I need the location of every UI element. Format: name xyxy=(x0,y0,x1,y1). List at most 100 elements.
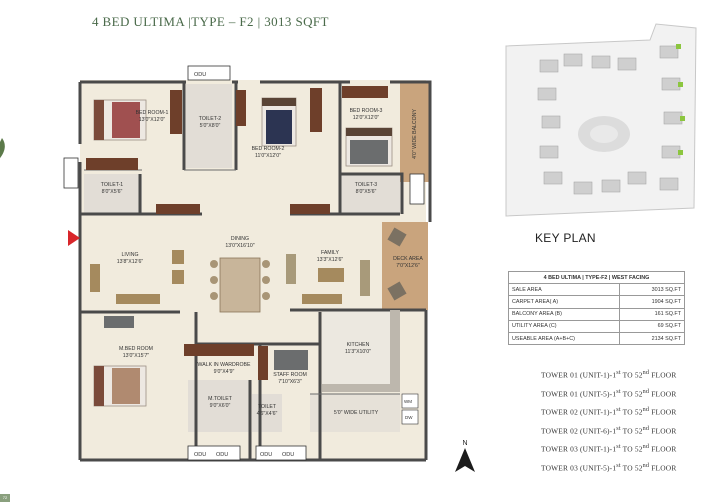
list-item: TOWER 02 (UNIT-1)-1st TO 52nd FLOOR xyxy=(541,407,701,426)
area-label: BALCONY AREA (B) xyxy=(508,307,620,321)
room-name: FAMILY xyxy=(321,250,340,256)
floor-prefix: TOWER 02 (UNIT-1)-1 xyxy=(541,407,617,417)
room-name: M.BED ROOM xyxy=(119,346,153,352)
floor-plan: ODU ODU ODU ODU ODU WM DW BED ROOM-1 13'… xyxy=(63,65,432,462)
room-dims: 8'0"X5'6" xyxy=(356,189,377,195)
area-label: SALE AREA xyxy=(508,283,620,297)
floor-sup: nd xyxy=(642,388,650,395)
bed-room-3-bed xyxy=(345,127,393,167)
toilet-2-floor xyxy=(186,84,232,168)
key-plan-map xyxy=(505,23,697,217)
floor-mid: TO 52 xyxy=(620,444,643,454)
odu-label-bottom-4: ODU xyxy=(282,452,294,458)
floor-sup: st xyxy=(616,444,621,450)
floor-suffix: FLOOR xyxy=(649,444,677,454)
leaf-icon xyxy=(0,138,5,159)
tower-floor-list: TOWER 01 (UNIT-1)-1st TO 52nd FLOOR TOWE… xyxy=(541,370,701,481)
floor-mid: TO 52 xyxy=(620,370,643,380)
area-value: 69 SQ.FT xyxy=(619,319,685,333)
compass-label: N xyxy=(462,440,467,447)
room-dims: 9'0"X4'9" xyxy=(214,369,235,375)
room-dims: 13'0"X12'0" xyxy=(139,117,166,123)
area-value: 2134 SQ.FT xyxy=(619,331,685,346)
dw-label: DW xyxy=(405,415,413,420)
utility-label: 5'0" WIDE UTILITY xyxy=(334,410,379,416)
toilet-floor xyxy=(252,394,282,432)
wm-label: WM xyxy=(404,399,412,404)
floor-sup: nd xyxy=(642,444,650,450)
area-label: USEABLE AREA (A+B+C) xyxy=(508,331,620,346)
highlighted-towers xyxy=(676,44,685,155)
area-table: 4 BED ULTIMA | TYPE-F2 | WEST FACING SAL… xyxy=(508,270,685,346)
floor-sup: nd xyxy=(642,425,650,432)
floor-mid: TO 52 xyxy=(620,407,643,417)
floor-suffix: FLOOR xyxy=(649,425,677,435)
floor-prefix: TOWER 03 (UNIT-5)-1 xyxy=(541,462,617,472)
room-dims: 5'0"X8'0" xyxy=(200,123,221,129)
odu-label-bottom-2: ODU xyxy=(216,452,228,458)
deck-chairs xyxy=(387,227,407,301)
floor-mid: TO 52 xyxy=(620,388,643,398)
floor-prefix: TOWER 03 (UNIT-1)-1 xyxy=(541,444,617,454)
family-furniture xyxy=(286,254,370,304)
appliances: WM DW xyxy=(401,393,419,425)
bed-room-1-bed xyxy=(93,99,147,141)
site-buildings xyxy=(537,45,683,195)
room-name: DECK AREA xyxy=(393,256,423,262)
odu-label-bottom-1: ODU xyxy=(194,452,206,458)
dining-table xyxy=(210,257,270,313)
table-row: UTILITY AREA (C) 69 SQ.FT xyxy=(508,319,685,333)
site-landscape xyxy=(578,116,630,152)
bed-room-2-bed xyxy=(261,97,297,147)
room-labels: BED ROOM-1 13'0"X12'0" TOILET-2 5'0"X8'0… xyxy=(101,108,424,417)
utility-floor xyxy=(310,394,400,432)
area-label: UTILITY AREA (C) xyxy=(508,319,620,333)
balcony-label: 4'0" WIDE BALCONY xyxy=(412,109,418,159)
floor-suffix: FLOOR xyxy=(649,388,677,398)
floor-sup: nd xyxy=(642,407,650,413)
area-value: 3013 SQ.FT xyxy=(619,283,685,297)
room-dims: 8'0"X5'6" xyxy=(102,189,123,195)
list-item: TOWER 01 (UNIT-5)-1st TO 52nd FLOOR xyxy=(541,389,701,408)
area-table-header: 4 BED ULTIMA | TYPE-F2 | WEST FACING xyxy=(508,270,685,285)
floor-prefix: TOWER 01 (UNIT-5)-1 xyxy=(541,388,617,398)
key-plan-title: KEY PLAN xyxy=(535,231,596,245)
room-dims: 11'3"X10'0" xyxy=(345,349,371,355)
table-row: BALCONY AREA (B) 161 SQ.FT xyxy=(508,307,685,321)
table-row: SALE AREA 3013 SQ.FT xyxy=(508,283,685,297)
room-name: BED ROOM-2 xyxy=(252,146,285,152)
kitchen-floor xyxy=(322,310,400,392)
room-name: M.TOILET xyxy=(208,396,233,402)
floor-sup: nd xyxy=(642,370,650,376)
list-item: TOWER 03 (UNIT-5)-1st TO 52nd FLOOR xyxy=(541,463,701,482)
room-dims: 13'8"X12'6" xyxy=(117,259,144,265)
floor-sup: st xyxy=(616,425,621,432)
room-dims: 7'10"X6'3" xyxy=(278,379,302,385)
floor-suffix: FLOOR xyxy=(649,462,677,472)
area-label: CARPET AREA( A) xyxy=(508,295,620,309)
room-name: BED ROOM-1 xyxy=(136,110,169,116)
room-dims: 4'6"X4'6" xyxy=(257,411,278,417)
odu-label-bottom-3: ODU xyxy=(260,452,272,458)
floor-prefix: TOWER 01 (UNIT-1)-1 xyxy=(541,370,617,380)
master-sofa xyxy=(104,316,134,328)
kitchen-counter xyxy=(322,310,400,392)
table-row: CARPET AREA( A) 1904 SQ.FT xyxy=(508,295,685,309)
list-item: TOWER 02 (UNIT-6)-1st TO 52nd FLOOR xyxy=(541,426,701,445)
room-name: LIVING xyxy=(121,252,138,258)
m-toilet-floor xyxy=(188,380,250,432)
floor-suffix: FLOOR xyxy=(649,407,677,417)
floor-mid: TO 52 xyxy=(620,462,643,472)
floor-sup: nd xyxy=(642,462,650,469)
walls xyxy=(78,80,432,462)
room-name: BED ROOM-3 xyxy=(350,108,383,114)
room-name: TOILET-2 xyxy=(199,116,222,122)
room-dims: 12'0"X12'0" xyxy=(353,115,380,121)
north-compass-icon: N xyxy=(455,440,475,472)
list-item: TOWER 01 (UNIT-1)-1st TO 52nd FLOOR xyxy=(541,370,701,389)
table-row: USEABLE AREA (A+B+C) 2134 SQ.FT xyxy=(508,331,685,346)
room-name: KITCHEN xyxy=(347,342,370,348)
living-furniture xyxy=(90,250,184,304)
room-name: TOILET xyxy=(258,404,277,410)
toilet-1-floor xyxy=(84,174,142,214)
